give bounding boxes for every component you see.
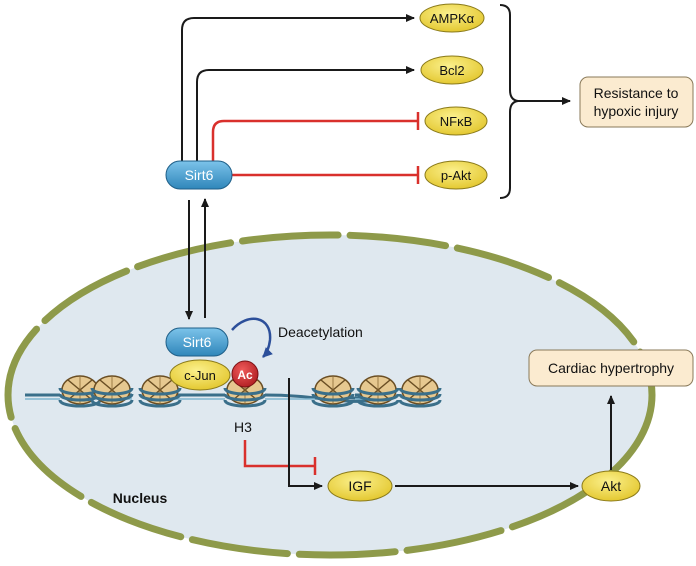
- arrow-sirt6-ampk: [181, 14, 415, 165]
- igf-label: IGF: [348, 478, 371, 494]
- inhibit-sirt6-pakt: [232, 166, 420, 184]
- cjun-node: [169, 359, 231, 391]
- grouping-brace: [499, 4, 519, 199]
- h3-label: H3: [234, 419, 252, 435]
- sirt6-node-nucleus: [165, 327, 229, 357]
- deacetylation-label: Deacetylation: [278, 324, 363, 340]
- ampk-label: AMPKα: [430, 11, 475, 26]
- cjun-label: c-Jun: [184, 368, 216, 383]
- inhibit-h3-igf: [243, 440, 317, 475]
- deacetylation-arrow: [231, 317, 273, 358]
- arrow-gene-igf: [288, 378, 323, 490]
- igf-node: [327, 470, 393, 502]
- ampk-node: [419, 3, 485, 33]
- pakt-node: [424, 160, 488, 190]
- cardiac-hypertrophy-label: Cardiac hypertrophy: [548, 360, 674, 376]
- nfkb-node: [424, 106, 488, 136]
- cardiac-hypertrophy-box: [528, 349, 694, 387]
- nfkb-label: NFκB: [440, 114, 473, 129]
- inhibit-sirt6-nfkb: [211, 112, 420, 165]
- akt-label: Akt: [601, 478, 621, 494]
- bcl2-node: [420, 55, 484, 85]
- resistance-box: [579, 76, 694, 128]
- acetyl-group: [231, 360, 259, 388]
- arrow-sirt6-bcl2: [196, 66, 415, 165]
- resistance-line1: Resistance to: [594, 85, 679, 101]
- sirt6-node-top: [165, 160, 233, 190]
- akt-node: [581, 470, 641, 502]
- sirt6-nucleus-label: Sirt6: [183, 334, 212, 350]
- bcl2-label: Bcl2: [439, 63, 464, 78]
- sirt6-top-label: Sirt6: [185, 167, 214, 183]
- resistance-line2: hypoxic injury: [594, 103, 679, 119]
- pakt-label: p-Akt: [441, 168, 472, 183]
- ac-label: Ac: [237, 368, 253, 382]
- nucleus-label: Nucleus: [113, 490, 168, 506]
